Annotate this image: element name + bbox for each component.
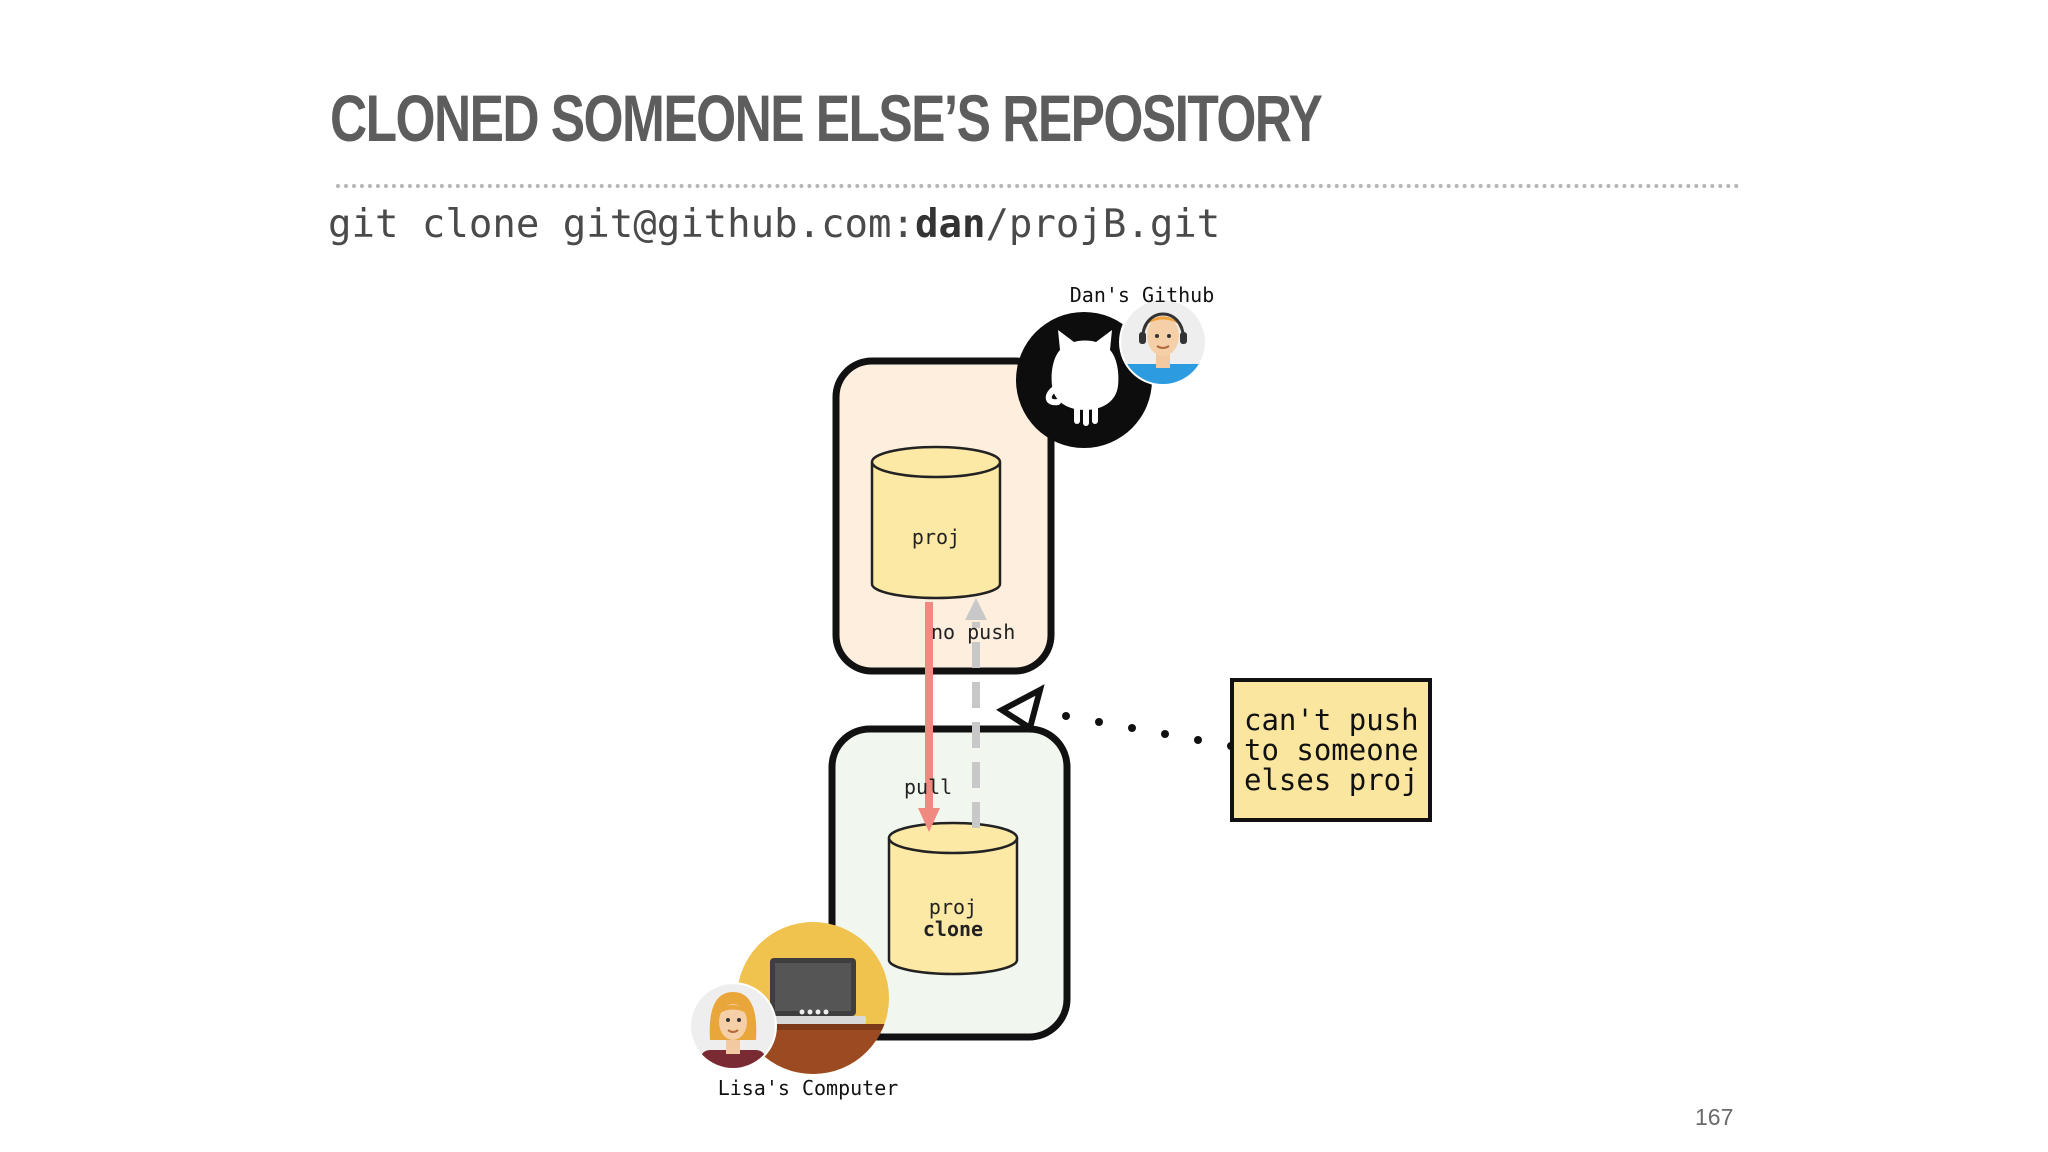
git-clone-command: git clone git@github.com:dan/projB.git: [328, 202, 1220, 247]
local-clone-cylinder: [887, 821, 1019, 976]
note-line-1: can't push: [1244, 703, 1419, 737]
command-suffix: /projB.git: [985, 202, 1221, 247]
slide-title: CLONED SOMEONE ELSE’S REPOSITORY: [330, 81, 1323, 155]
title-divider: [336, 184, 1740, 188]
local-clone-label-2: clone: [923, 917, 983, 941]
local-label: Lisa's Computer: [718, 1076, 899, 1100]
command-user: dan: [915, 202, 986, 247]
pull-label: pull: [904, 775, 952, 799]
page-number: 167: [1695, 1104, 1734, 1130]
lisa-avatar: [689, 982, 777, 1070]
note-box: [1230, 678, 1432, 822]
local-clone-label-1: proj: [929, 895, 977, 919]
note-connector: [1062, 712, 1235, 750]
note-line-3: elses proj: [1244, 763, 1419, 797]
no-push-label: no push: [931, 620, 1015, 644]
remote-repo-label: proj: [912, 525, 960, 549]
no-push-arrowhead: [965, 598, 987, 620]
note-line-2: to someone: [1244, 733, 1419, 767]
dan-avatar: [1119, 298, 1207, 386]
pull-arrowhead: [918, 808, 940, 832]
command-prefix: git clone git@github.com:: [328, 202, 915, 247]
remote-label: Dan's Github: [1070, 283, 1215, 307]
note-connector-arrowhead: [996, 684, 1045, 733]
remote-repo-cylinder: [870, 445, 1002, 600]
github-octocat-icon: [1016, 312, 1152, 448]
